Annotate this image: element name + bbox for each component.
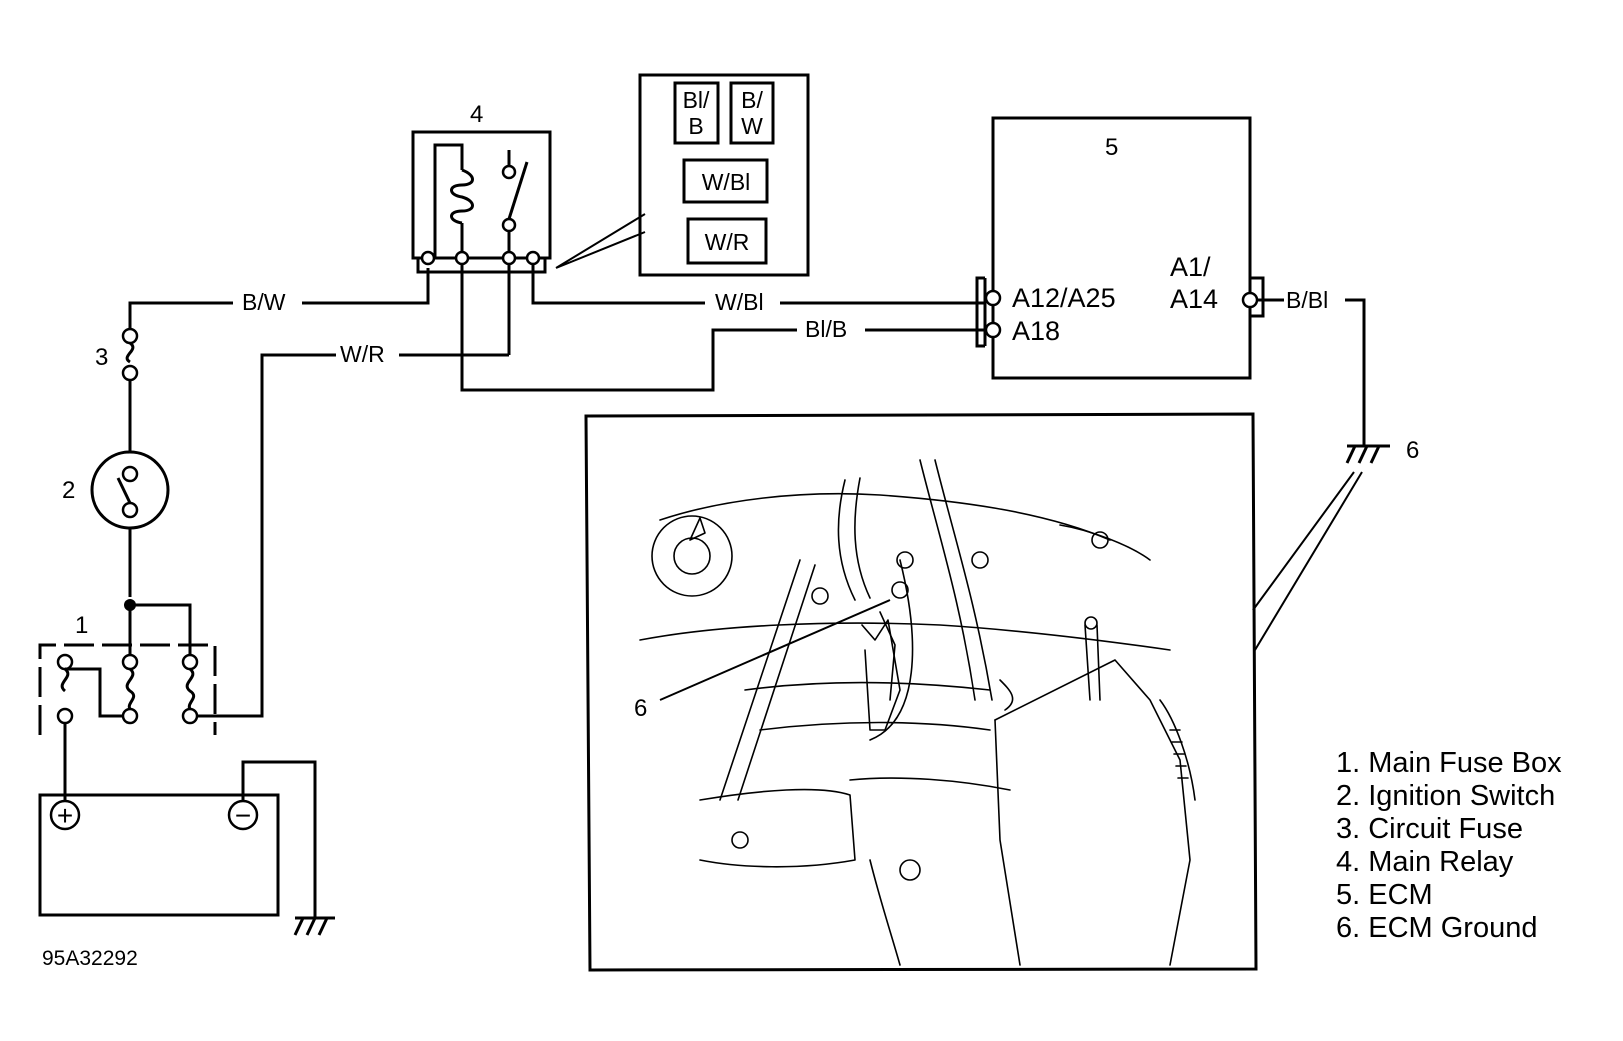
ignition-switch-number: 2 (62, 477, 75, 504)
engine-bay-inset (584, 412, 1258, 972)
ecm-ground-number: 6 (1406, 437, 1419, 464)
battery (38, 793, 280, 917)
ecm-number: 5 (1105, 134, 1118, 161)
battery-ground-icon (293, 916, 335, 936)
connector-cavity-label: Bl/B (683, 87, 710, 139)
connector-cavity-label: W/R (705, 229, 750, 255)
main-relay (411, 130, 552, 274)
ecm-pin-a1: A1/ (1170, 252, 1211, 282)
legend-item: 1. Main Fuse Box (1336, 747, 1562, 779)
wire-label-wbl: W/Bl (715, 289, 764, 315)
fuse-element (181, 653, 199, 725)
connector-cavity-label: B/W (741, 87, 763, 139)
circuit-fuse (121, 327, 139, 382)
legend-item: 4. Main Relay (1336, 846, 1514, 878)
main-fuse-box (38, 599, 217, 735)
legend-item: 2. Ignition Switch (1336, 780, 1555, 812)
wire-label-bbl: B/Bl (1286, 287, 1328, 313)
battery-positive-icon: + (57, 800, 73, 831)
ecm-pin-a18: A18 (1012, 316, 1060, 346)
fuse-element (56, 653, 74, 725)
relay-connector-view (638, 73, 810, 277)
legend: 1. Main Fuse Box 2. Ignition Switch 3. C… (1336, 747, 1562, 944)
connector-cavity-label: W/Bl (702, 169, 751, 195)
wire-label-bw: B/W (242, 289, 286, 315)
figure-id: 95A32292 (42, 947, 138, 970)
main-fuse-box-number: 1 (75, 612, 88, 639)
ecm (975, 116, 1265, 380)
ecm-ground-icon (1345, 444, 1390, 464)
ecm-pin-a14: A14 (1170, 284, 1218, 314)
wire-label-blb: Bl/B (805, 316, 847, 342)
legend-item: 6. ECM Ground (1336, 912, 1537, 944)
ecm-pin-a12-a25: A12/A25 (1012, 283, 1116, 313)
battery-negative-icon: − (235, 800, 251, 831)
fuse-element (121, 653, 139, 725)
legend-item: 5. ECM (1336, 879, 1433, 911)
legend-item: 3. Circuit Fuse (1336, 813, 1523, 845)
ignition-switch (90, 450, 170, 530)
main-relay-number: 4 (470, 101, 483, 128)
inset-ground-number: 6 (634, 695, 647, 722)
wire-label-wr: W/R (340, 341, 385, 367)
circuit-fuse-number: 3 (95, 344, 108, 371)
